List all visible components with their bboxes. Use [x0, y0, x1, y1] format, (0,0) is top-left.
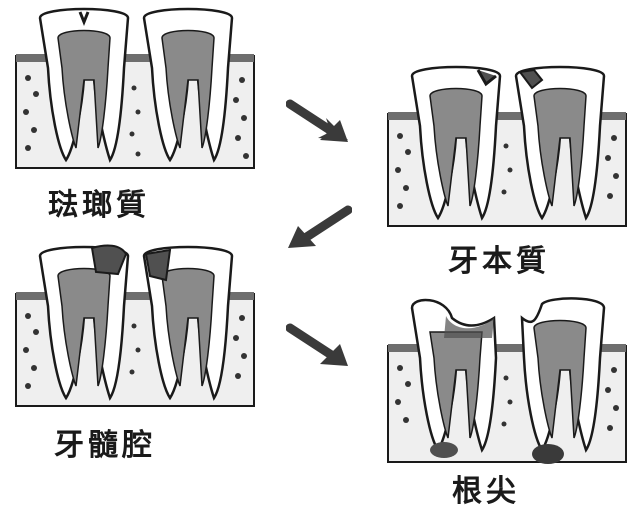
caption-pulp: 牙髓腔 — [54, 420, 156, 464]
apical-lesion — [532, 444, 564, 464]
caption-enamel: 琺瑯質 — [48, 180, 150, 224]
decay-cavity — [146, 250, 170, 280]
panel-enamel — [10, 8, 260, 173]
panel-pulp — [10, 246, 260, 411]
panel-dentin — [382, 66, 632, 231]
arrow-down-right-1 — [286, 98, 356, 148]
arrow-down-left — [282, 204, 352, 254]
apical-lesion — [430, 442, 458, 458]
caption-dentin: 牙本質 — [448, 236, 550, 280]
arrow-down-right-2 — [286, 322, 356, 372]
caption-apex: 根尖 — [452, 466, 520, 510]
panel-apex — [382, 298, 632, 468]
